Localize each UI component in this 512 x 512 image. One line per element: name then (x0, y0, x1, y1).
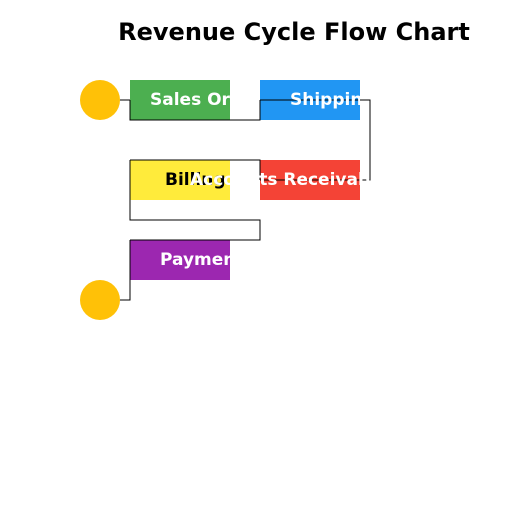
connector-shipping-to-accounts-receivable (260, 99, 371, 181)
connector-billing-to-payment (129, 160, 261, 241)
connector-billing-to-accounts-receivable (130, 159, 261, 180)
connector-sales-order-to-shipping (129, 100, 261, 121)
connector-payment-to-end (120, 240, 131, 301)
payment-box (130, 240, 230, 280)
billing-box (130, 160, 230, 200)
chart-title: Revenue Cycle Flow Chart (118, 18, 470, 46)
billing-label: Billing (165, 170, 226, 190)
sales-order-box (130, 80, 230, 120)
end-terminal (80, 280, 120, 320)
sales-order-label: Sales Order (150, 90, 263, 110)
accounts-receivable-label: Accounts Receivable (190, 170, 388, 190)
shipping-label: Shipping (290, 90, 375, 110)
start-terminal (80, 80, 120, 120)
payment-label: Payment (160, 250, 244, 270)
